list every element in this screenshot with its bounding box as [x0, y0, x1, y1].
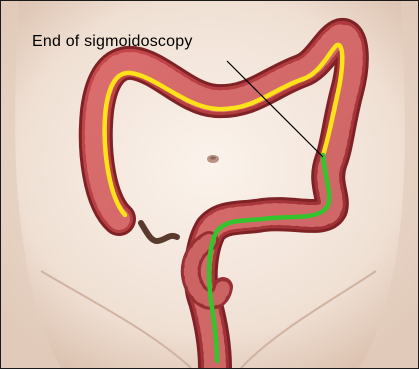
end-of-sigmoidoscopy-label: End of sigmoidoscopy: [32, 34, 193, 50]
navel-shadow: [210, 156, 216, 159]
